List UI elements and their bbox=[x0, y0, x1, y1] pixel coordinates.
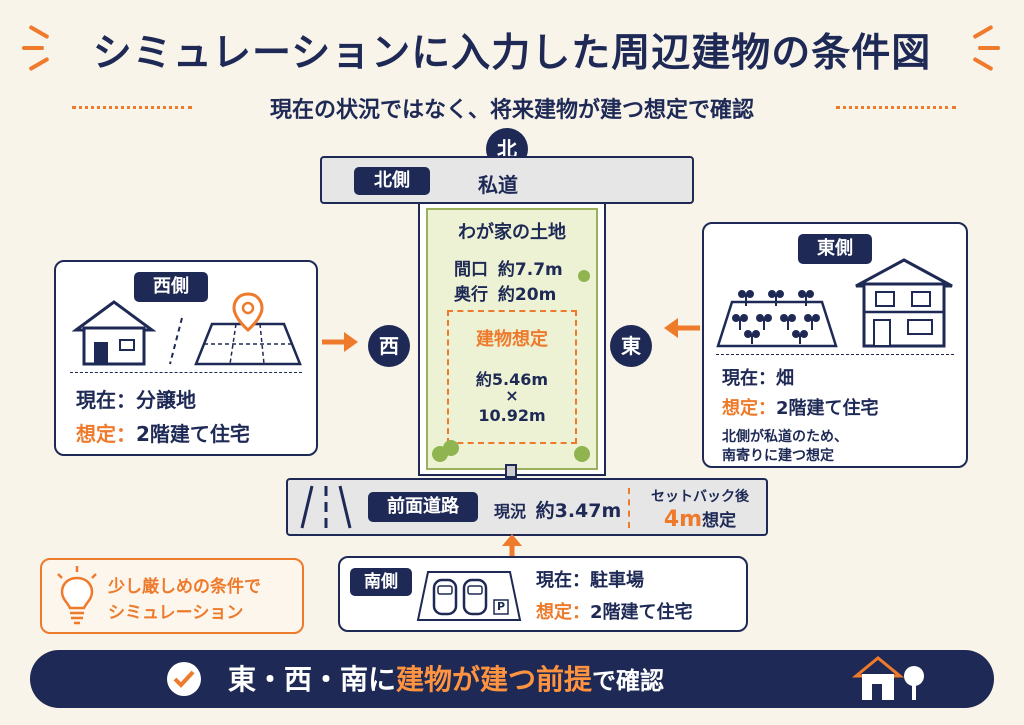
subdivision-lot-icon bbox=[194, 292, 302, 366]
east-current-label: 現在： bbox=[722, 368, 776, 389]
south-assume-value: 2階建て住宅 bbox=[590, 602, 693, 623]
banner-text-part2: 建物が建つ前提 bbox=[396, 663, 593, 696]
frontage-value: 約7.7m bbox=[497, 260, 563, 280]
burst-line-icon bbox=[22, 46, 44, 50]
parking-letter: P bbox=[496, 600, 506, 613]
setback-suffix: 想定 bbox=[702, 511, 737, 531]
land-frontage: 間口 約7.7m bbox=[454, 255, 563, 280]
setback-assumption: 4m想定 bbox=[638, 506, 762, 532]
shrub-icon bbox=[443, 440, 459, 456]
west-assume-value: 2階建て住宅 bbox=[136, 422, 250, 446]
west-current-label: 現在： bbox=[76, 388, 136, 412]
two-story-house-icon bbox=[855, 258, 953, 348]
arrow-left-icon bbox=[664, 318, 700, 338]
lightbulb-icon bbox=[57, 566, 97, 625]
house-icon bbox=[72, 300, 156, 366]
banner-text: 東・西・南に建物が建つ前提で確認 bbox=[228, 658, 664, 698]
compass-east: 東 bbox=[610, 325, 652, 367]
west-tag: 西側 bbox=[134, 272, 208, 302]
compass-west: 西 bbox=[368, 325, 410, 367]
depth-label: 奥行 bbox=[454, 285, 488, 305]
arrow-right-icon bbox=[322, 332, 358, 352]
east-assume-value: 2階建て住宅 bbox=[776, 398, 879, 419]
west-divider bbox=[70, 372, 302, 373]
building-depth: 10.92m bbox=[478, 406, 546, 425]
south-tag: 南側 bbox=[350, 568, 412, 596]
gate-marker bbox=[505, 464, 517, 478]
west-assume-label: 想定： bbox=[76, 422, 136, 446]
home-tree-icon bbox=[852, 656, 924, 700]
setback-label: セットバック後 bbox=[651, 489, 749, 505]
south-assume-label: 想定： bbox=[536, 602, 590, 623]
south-assumption: 想定：2階建て住宅 bbox=[536, 598, 693, 624]
page-title: シミュレーションに入力した周辺建物の条件図 bbox=[92, 31, 932, 76]
setback-value: 4m bbox=[663, 507, 703, 532]
building-width: 約5.46m bbox=[475, 370, 549, 389]
front-road-current-label: 現況 bbox=[494, 502, 527, 521]
burst-line-icon bbox=[978, 46, 1000, 50]
east-divider bbox=[716, 354, 954, 355]
east-current: 現在：畑 bbox=[722, 364, 794, 390]
shrub-icon bbox=[578, 270, 590, 282]
front-road bbox=[286, 478, 768, 536]
banner-text-part1: 東・西・南に bbox=[228, 663, 397, 696]
west-current-value: 分譲地 bbox=[136, 388, 196, 412]
field-crops-icon bbox=[716, 290, 838, 348]
depth-value: 約20m bbox=[497, 285, 557, 305]
north-tag: 北側 bbox=[354, 167, 430, 195]
south-current-value: 駐車場 bbox=[590, 570, 644, 591]
shrub-icon bbox=[574, 446, 590, 462]
east-current-value: 畑 bbox=[776, 368, 794, 389]
divider-line-icon bbox=[169, 317, 183, 365]
west-assumption: 想定：2階建て住宅 bbox=[76, 418, 250, 447]
building-title: 建物想定 bbox=[476, 329, 548, 350]
south-current-label: 現在： bbox=[536, 570, 590, 591]
front-road-current: 現況 約3.47m bbox=[494, 496, 621, 523]
west-current: 現在：分譲地 bbox=[76, 384, 196, 413]
east-assumption: 想定：2階建て住宅 bbox=[722, 394, 879, 420]
frontage-label: 間口 bbox=[454, 260, 488, 280]
land-title: わが家の土地 bbox=[458, 222, 566, 243]
tip-card bbox=[40, 558, 304, 634]
east-note-line2: 南寄りに建つ想定 bbox=[722, 448, 834, 464]
divider bbox=[836, 106, 956, 109]
front-road-tag: 前面道路 bbox=[368, 492, 478, 522]
check-circle-icon bbox=[167, 662, 201, 696]
divider bbox=[72, 106, 192, 109]
front-road-divider bbox=[628, 488, 630, 528]
building-times: × bbox=[505, 386, 519, 405]
tip-line2: シミュレーション bbox=[108, 603, 244, 623]
south-current: 現在：駐車場 bbox=[536, 566, 644, 592]
tip-line1: 少し厳しめの条件で bbox=[108, 577, 261, 597]
east-tag: 東側 bbox=[798, 234, 872, 264]
page-subtitle: 現在の状況ではなく、将来建物が建つ想定で確認 bbox=[269, 98, 754, 123]
east-assume-label: 想定： bbox=[722, 398, 776, 419]
building-assumption-area bbox=[447, 310, 577, 444]
road-lanes-icon bbox=[300, 485, 352, 529]
land-plot bbox=[426, 208, 598, 470]
banner-text-part3: で確認 bbox=[592, 667, 665, 695]
east-note-line1: 北側が私道のため、 bbox=[722, 429, 848, 445]
north-road-label: 私道 bbox=[478, 173, 518, 197]
front-road-current-value: 約3.47m bbox=[535, 500, 622, 522]
parking-lot-icon bbox=[416, 571, 522, 621]
land-depth: 奥行 約20m bbox=[454, 280, 556, 305]
